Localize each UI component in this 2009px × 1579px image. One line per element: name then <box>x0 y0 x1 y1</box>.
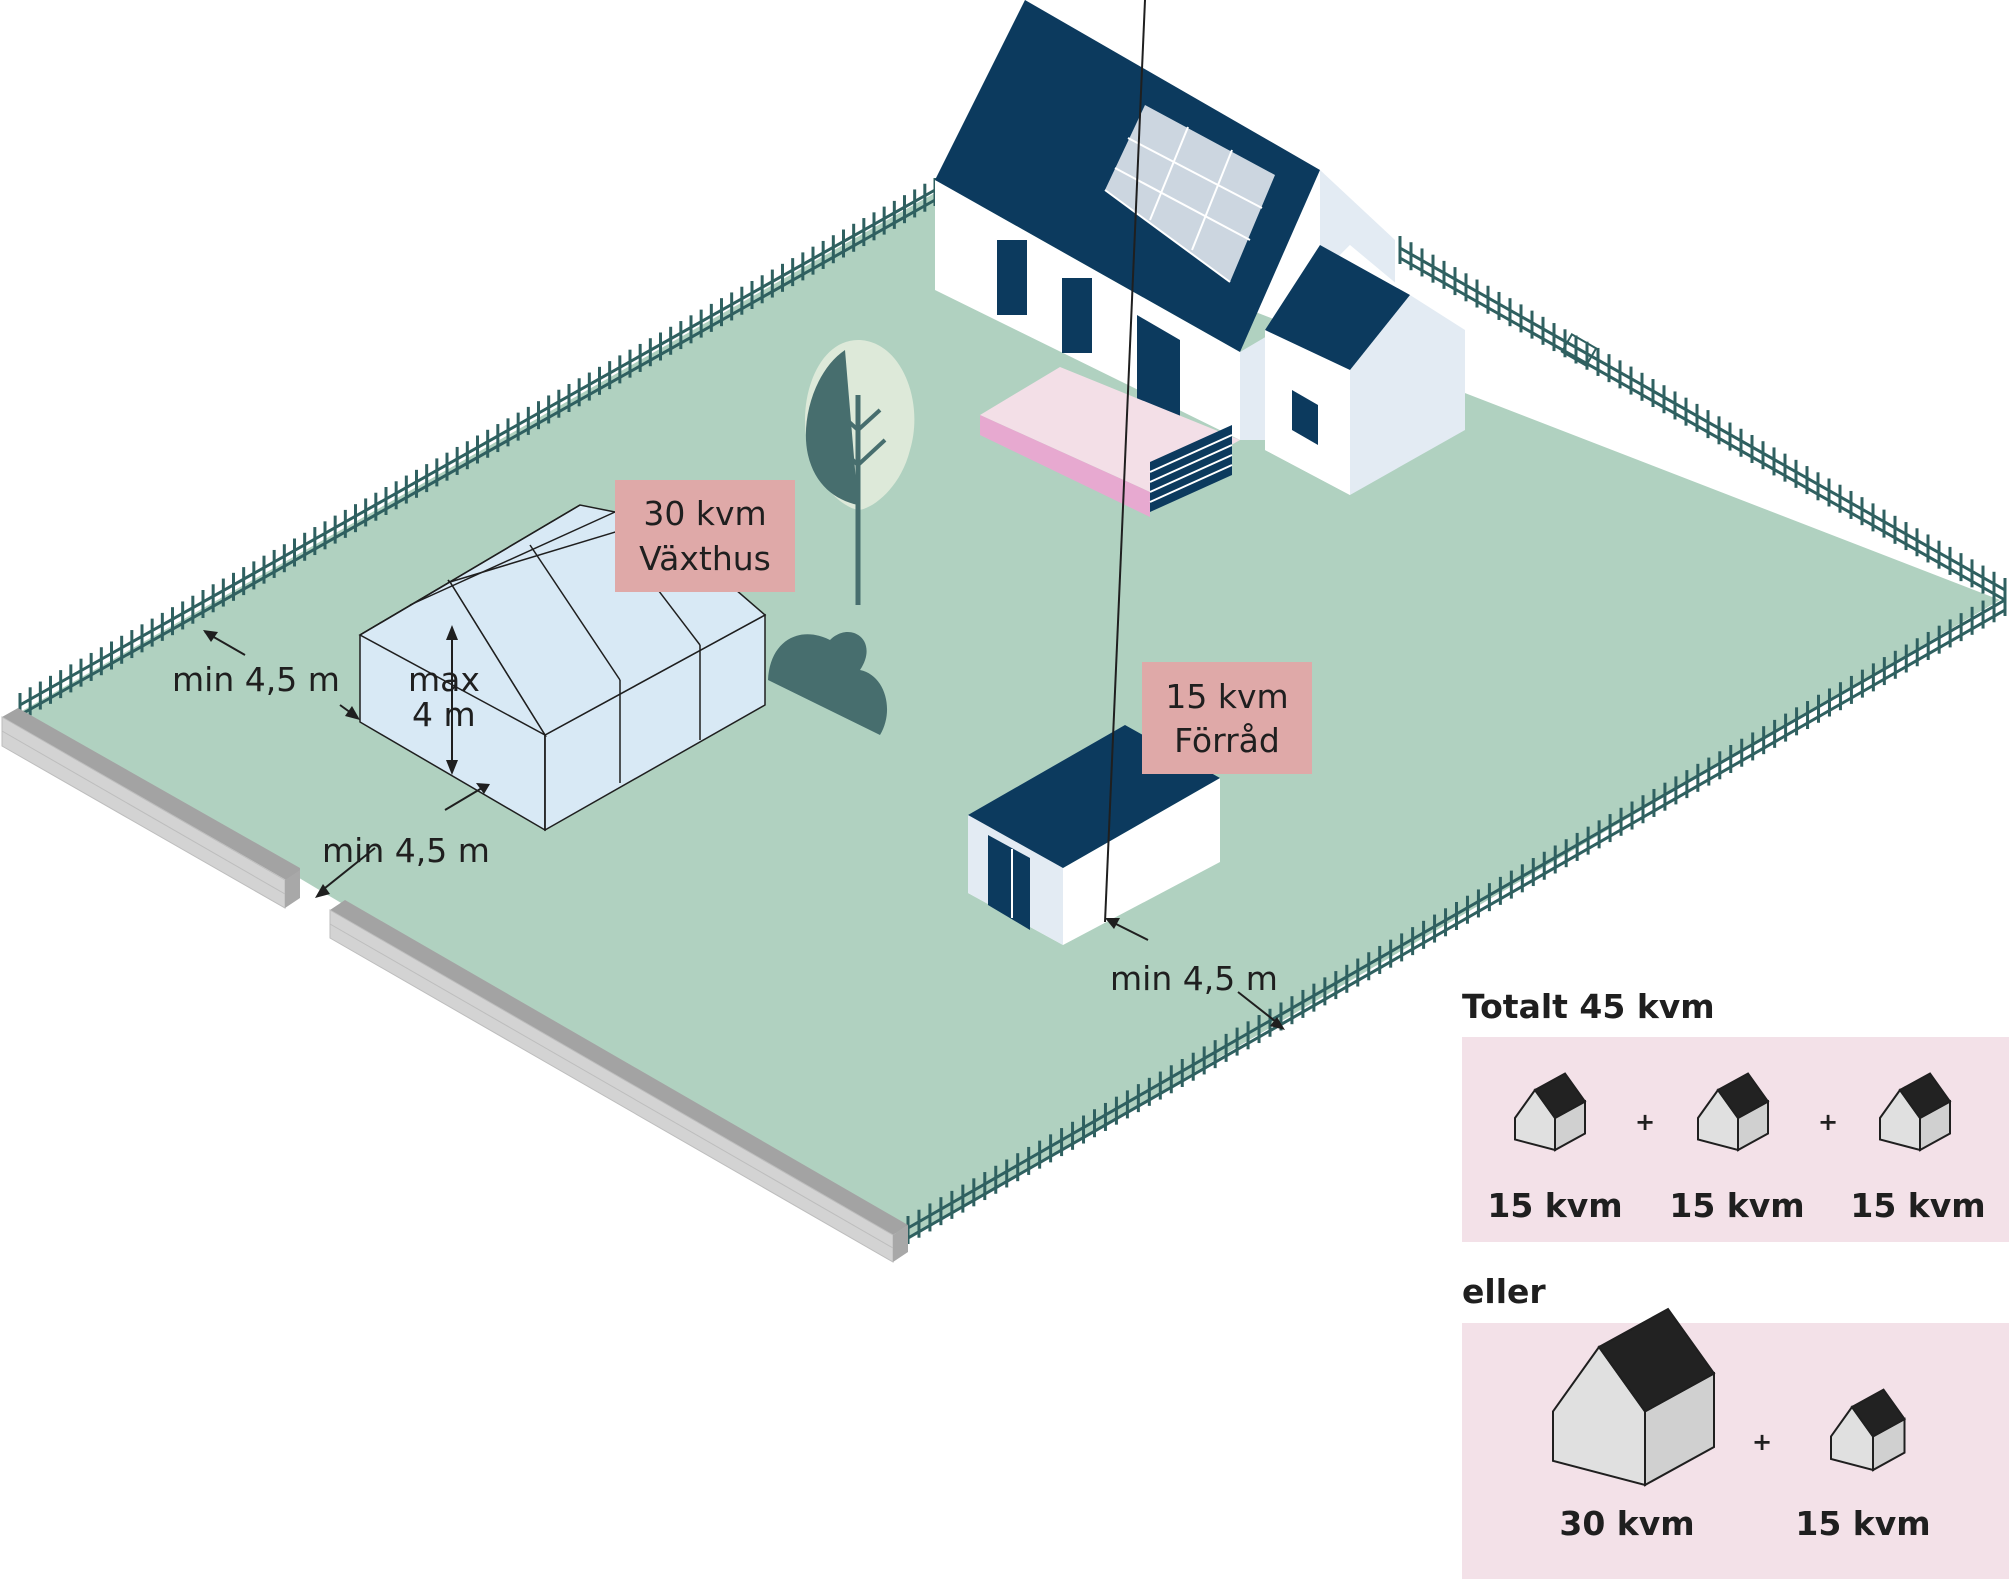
stone-wall <box>1 708 908 1263</box>
or-label: eller <box>1462 1272 1546 1311</box>
lawn <box>20 190 2000 1240</box>
height-max-label: max <box>408 660 480 699</box>
fence <box>18 178 2007 1244</box>
house <box>935 0 1465 517</box>
dimension-arrows <box>203 0 1285 1030</box>
plus-sign: + <box>1818 1108 1838 1136</box>
shed-name: Förråd <box>1174 721 1280 760</box>
total-title: Totalt 45 kvm <box>1462 987 1715 1026</box>
option1-area-3: 15 kvm <box>1850 1186 1985 1225</box>
option1-houses <box>1514 1072 1952 1152</box>
plus-sign: + <box>1752 1428 1772 1456</box>
option2-area-1: 30 kvm <box>1559 1504 1694 1543</box>
plus-sign: + <box>1635 1108 1655 1136</box>
dist-shed: min 4,5 m <box>1110 959 1278 998</box>
greenhouse-area: 30 kvm <box>643 494 766 533</box>
option2-houses <box>1552 1307 1906 1487</box>
option1-area-1: 15 kvm <box>1487 1186 1622 1225</box>
tree <box>805 340 915 605</box>
shed-label-box <box>1142 662 1312 774</box>
dist-greenhouse-front: min 4,5 m <box>322 831 490 870</box>
option2-area-2: 15 kvm <box>1795 1504 1930 1543</box>
greenhouse-label-box <box>615 480 795 592</box>
bush <box>768 631 888 735</box>
greenhouse-name: Växthus <box>639 539 771 578</box>
dist-greenhouse-left: min 4,5 m <box>172 660 340 699</box>
option1-area-2: 15 kvm <box>1669 1186 1804 1225</box>
height-value-label: 4 m <box>412 695 476 734</box>
shed-area: 15 kvm <box>1165 677 1288 716</box>
